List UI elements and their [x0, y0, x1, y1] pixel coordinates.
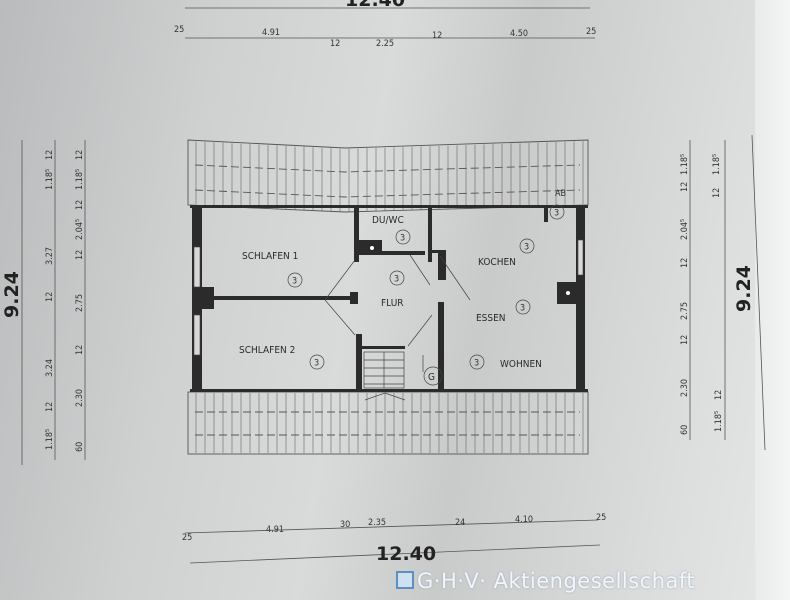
room-labels: SCHLAFEN 1 SCHLAFEN 2 DU/WC FLUR KOCHEN …	[239, 189, 566, 370]
room-marker-circle	[389, 270, 405, 286]
dim: 60	[680, 425, 690, 435]
room-marker-circle	[287, 272, 303, 288]
windows	[193, 239, 584, 356]
right-dimensions: 1.18⁵ 12 2.04⁵ 12 2.75 12 2.30 60 1.18⁵ …	[680, 154, 755, 435]
dim: 2.75	[75, 294, 85, 312]
dim: 2.04⁵	[75, 219, 85, 240]
right-total-dim: 9.24	[733, 265, 755, 312]
dim: 4.91	[262, 28, 280, 38]
dim: 12	[680, 335, 690, 345]
room-marker-circle	[395, 229, 411, 245]
dim: 4.10	[515, 515, 533, 525]
dim: 2.04⁵	[680, 219, 690, 240]
room-marker-circle	[515, 299, 531, 315]
dim: 1.18⁵	[714, 411, 724, 432]
dim: 2.30	[75, 389, 85, 407]
dim: 3.24	[45, 359, 55, 377]
dim: 25	[174, 25, 184, 35]
logo-icon	[396, 571, 414, 589]
top-total-dim: 12.40	[345, 0, 405, 11]
g-marker-label: G	[428, 372, 435, 383]
room-essen: ESSEN	[476, 313, 506, 324]
dim: 12	[714, 390, 724, 400]
room-marker-number: 3	[314, 359, 319, 369]
room-schlafen-2: SCHLAFEN 2	[239, 345, 295, 356]
dim: 1.18⁵	[45, 429, 55, 450]
doors	[324, 254, 471, 347]
dim: 12	[680, 258, 690, 268]
dim: 30	[340, 520, 350, 530]
dim: 12	[712, 188, 722, 198]
dim: 2.30	[680, 379, 690, 397]
dim: 12	[75, 200, 85, 210]
g-marker-circle	[423, 366, 443, 386]
dim: 25	[596, 513, 606, 523]
room-marker-number: 3	[394, 275, 399, 285]
room-wohnen: WOHNEN	[500, 359, 542, 370]
top-roof-hatching	[195, 141, 584, 212]
dim: 25	[586, 27, 596, 37]
dim: 12	[75, 150, 85, 160]
dim: 25	[182, 533, 192, 543]
room-marker-circle	[469, 354, 485, 370]
top-roof-strip	[187, 139, 589, 213]
room-marker-number: 3	[520, 304, 525, 314]
left-dimensions: 9.24 12 1.18⁵ 3.27 12 3.24 12 1.18⁵ 12 1…	[1, 150, 85, 452]
room-marker-number: 3	[554, 209, 559, 219]
top-dimensions: 12.40 25 4.91 12 2.25 12 4.50 25	[174, 0, 596, 49]
dim: 1.18⁵	[45, 169, 55, 190]
room-marker-number: 3	[474, 359, 479, 369]
dim: 4.50	[510, 29, 528, 39]
bottom-total-dim: 12.40	[376, 543, 436, 565]
room-marker-number: 3	[292, 277, 297, 287]
left-total-dim: 9.24	[1, 271, 23, 318]
paper-edge	[755, 0, 790, 600]
room-marker-circle	[519, 238, 535, 254]
dim: 4.91	[266, 525, 284, 535]
dim: 24	[455, 518, 465, 528]
stairs	[363, 351, 424, 401]
dim: 2.25	[376, 39, 394, 49]
dim: 12	[680, 182, 690, 192]
room-schlafen-1: SCHLAFEN 1	[242, 251, 298, 262]
dim: 12	[75, 345, 85, 355]
bottom-balcony-strip	[187, 391, 589, 455]
dim: 3.27	[45, 247, 55, 265]
room-ab: AB	[555, 189, 566, 199]
chimney-dots	[370, 246, 570, 295]
room-marker-number: 3	[524, 243, 529, 253]
watermark-logo: G·H·V· Aktiengesellschaft	[396, 569, 695, 593]
room-du-wc: DU/WC	[372, 215, 404, 226]
dim: 1.18⁵	[712, 154, 722, 175]
dim: 12	[45, 292, 55, 302]
dim: 1.18⁵	[680, 154, 690, 175]
dimension-lines	[21, 7, 766, 564]
dim: 12	[45, 150, 55, 160]
dim: 1.18⁵	[75, 169, 85, 190]
room-flur: FLUR	[381, 298, 404, 309]
room-marker-number: 3	[400, 234, 405, 244]
room-markers: 3 3 3 3 3 3 3 3G	[287, 204, 565, 386]
dim: 2.75	[680, 302, 690, 320]
bottom-dimensions: 25 4.91 30 2.35 24 4.10 25 12.40	[182, 513, 606, 565]
room-kochen: KOCHEN	[478, 257, 516, 268]
room-marker-circle	[549, 204, 565, 220]
dim: 12	[75, 250, 85, 260]
watermark-text: G·H·V· Aktiengesellschaft	[417, 569, 696, 593]
bottom-balcony-hatching	[195, 393, 584, 453]
dim: 60	[75, 442, 85, 452]
dim: 12	[45, 402, 55, 412]
dim: 2.35	[368, 518, 386, 528]
dim: 12	[432, 31, 442, 41]
dim: 12	[330, 39, 340, 49]
room-marker-circle	[309, 354, 325, 370]
